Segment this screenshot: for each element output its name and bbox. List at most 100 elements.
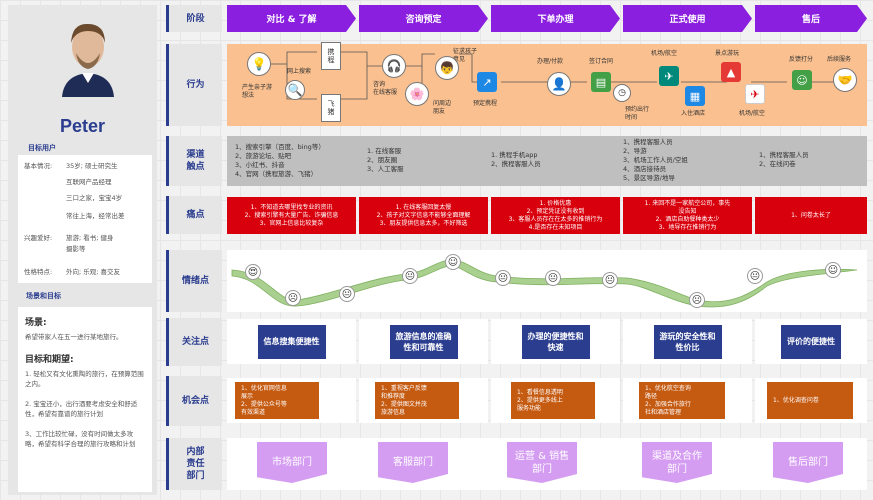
pain-item: 1. 来回不是一家航空公司，事先 <box>644 199 731 207</box>
pain-item: 3、地导存在推销行为 <box>658 223 717 231</box>
focus-aftersale: 评价的便捷性 <box>755 319 867 364</box>
focus-use: 游玩的安全性和 性价比 <box>623 319 752 364</box>
clock-icon: ◷ <box>613 84 631 102</box>
basic-label: 基本情况: <box>24 162 53 170</box>
opportunity-item: 和推荐度 <box>381 392 406 400</box>
opportunity-aftersale: 1、优化调查问卷 <box>755 378 867 423</box>
lightbulb-icon: 💡 <box>247 52 271 76</box>
action-airport-return: 机场/航空 <box>739 110 766 117</box>
action-consult: 咨询 在线客服 <box>373 81 398 96</box>
action-feedback: 反馈打分 <box>789 56 814 63</box>
opportunity-box: 1、重视客户反馈 和推荐度 2、提供图文并茂 旅游信息 <box>375 382 459 419</box>
neutral-face-icon: 😐 <box>339 286 355 302</box>
scene-card: 场景: 希望带家人在五一进行某地旅行。 目标和期望: 1. 轻松又有文化熏陶的旅… <box>18 307 152 492</box>
row-label-action: 行为 <box>166 44 222 126</box>
smile-face-icon: ☺ <box>825 262 841 278</box>
pain-aftersale: 1、问卷太长了 <box>755 197 867 234</box>
service-icon: 🤝 <box>833 68 857 92</box>
persona-panel: Peter 目标用户 基本情况: 35岁; 硕士研究生 互联网产品经理 三口之家… <box>8 5 157 495</box>
dept-aftersale: 售后部门 <box>773 442 843 483</box>
action-fliggy: 飞 猪 <box>321 94 341 122</box>
booking-icon: ↗ <box>477 72 497 92</box>
pain-consult: 1. 在线客服回复太慢 2、孩子对文字信息不能够全面理解 3、朋友提供信息太多，… <box>359 197 488 234</box>
opportunity-item: 1、优化航空查询 <box>645 384 691 392</box>
channel-use: 1、携程客服人员 2、导游 3、机场工作人员/空姐 4、酒店接待员 5、景区导游… <box>623 138 688 182</box>
basic-line: 三口之家，宝宝4岁 <box>66 194 123 202</box>
scene-goal-heading: 场景和目标 <box>26 292 61 300</box>
opportunity-item: 1、重视客户反馈 <box>381 384 427 392</box>
sad-face-icon: ☹ <box>689 292 705 308</box>
basic-line: 常往上海，经常出差 <box>66 212 125 220</box>
scene-text: 希望带家人在五一进行某地旅行。 <box>25 333 123 341</box>
action-contract: 签订合同 <box>589 58 614 65</box>
pain-item: 没告知 <box>678 207 697 215</box>
action-pay: 办理/付款 <box>537 58 564 65</box>
pain-item: 2、酒店自助餐种类太少 <box>655 215 720 223</box>
pain-item: 1. 在线客服回复太慢 <box>395 203 452 211</box>
action-schedule: 预约出行 时间 <box>625 106 650 121</box>
dept-marketing: 市场部门 <box>257 442 327 483</box>
hobby-line: 旅游; 看书; 健身 <box>66 234 114 242</box>
scene-title: 场景: <box>25 318 47 328</box>
action-ctrip: 携 程 <box>321 42 341 70</box>
row-label-dept: 内部 责任 部门 <box>166 438 222 490</box>
channel-consult: 1. 在线客服 2、朋友圈 3、人工客服 <box>367 147 404 173</box>
pain-item: 3、客服人员存在在太多的推销行为 <box>508 215 603 223</box>
hotel-icon: ▦ <box>685 86 705 106</box>
opportunity-item: 2、提供更多线上 <box>517 396 563 404</box>
opportunity-item: 2、提供图文并茂 <box>381 400 427 408</box>
focus-label: 游玩的安全性和 性价比 <box>653 324 722 359</box>
persona-name: Peter <box>59 116 106 136</box>
pain-item: 2、搜索引擎有大量广告、诈骗信息 <box>244 211 339 219</box>
opportunity-item: 展示 <box>241 392 254 400</box>
opportunity-item: 1、优化调查问卷 <box>773 396 819 404</box>
opportunity-box: 1、优化调查问卷 <box>767 382 853 419</box>
pain-item: 2、孩子对文字信息不能够全面理解 <box>376 211 471 219</box>
action-airport: 机场/航空 <box>651 50 678 57</box>
row-label-channel: 渠道 触点 <box>166 136 222 186</box>
action-sightseeing: 景点游玩 <box>715 50 740 57</box>
target-user-heading: 目标用户 <box>28 144 56 152</box>
persona-info-card: 基本情况: 35岁; 硕士研究生 互联网产品经理 三口之家，宝宝4岁 常往上海，… <box>18 155 152 283</box>
focus-label: 评价的便捷性 <box>781 324 841 359</box>
action-followup: 后续服务 <box>827 56 852 63</box>
channel-panel: 1、搜索引擎（百度、bing等） 2、旅游论坛、贴吧 3、小红书、抖音 4、官网… <box>227 136 867 186</box>
customer-service-icon: 🎧 <box>382 54 406 78</box>
emotion-panel: 😍 ☹ 😐 😐 ☺ 😐 😐 😐 ☹ 😐 ☺ <box>227 250 867 312</box>
channel-order: 1. 携程手机app 2、携程客服人员 <box>491 151 541 168</box>
opportunity-item: 2、提供公众号等 <box>241 400 287 408</box>
opportunity-item: 服务功能 <box>517 404 542 412</box>
pain-item: 2、预定凭证没有收到 <box>526 207 585 215</box>
channel-compare: 1、搜索引擎（百度、bing等） 2、旅游论坛、贴吧 3、小红书、抖音 4、官网… <box>235 143 325 178</box>
row-label-focus: 关注点 <box>166 318 222 366</box>
pain-item: 1、问卷太长了 <box>791 211 831 219</box>
opportunity-box: 1、看餐信息透明 2、提供更多线上 服务功能 <box>511 382 595 419</box>
focus-label: 信息搜集便捷性 <box>257 324 326 359</box>
action-idea: 产生亲子游 想法 <box>242 84 273 99</box>
focus-label: 旅游信息的准确 性和可靠性 <box>389 324 458 359</box>
friends-icon: 🌸 <box>405 82 429 106</box>
row-label-stage: 阶段 <box>166 5 222 32</box>
opportunity-consult: 1、重视客户反馈 和推荐度 2、提供图文并茂 旅游信息 <box>359 378 488 423</box>
action-ask-child: 征求孩子 意见 <box>453 48 478 63</box>
neutral-face-icon: 😐 <box>747 268 763 284</box>
channel-aftersale: 1、携程客服人员 2、在线问卷 <box>759 151 809 168</box>
opportunity-item: 有效渠道 <box>241 408 266 416</box>
hobby-label: 兴趣爱好: <box>24 234 53 242</box>
sad-face-icon: ☹ <box>285 290 301 306</box>
dept-operations-sales: 运营 & 销售 部门 <box>507 442 577 483</box>
search-icon: 🔍 <box>285 80 305 100</box>
focus-consult: 旅游信息的准确 性和可靠性 <box>359 319 488 364</box>
child-icon: 👦 <box>435 56 459 80</box>
opportunity-item: 1、看餐信息透明 <box>517 388 563 396</box>
airplane-icon: ✈ <box>659 66 679 86</box>
pain-compare: 1、不知道去哪里找专业的资讯 2、搜索引擎有大量广告、诈骗信息 3、官网上信息比… <box>227 197 356 234</box>
basic-line: 互联网产品经理 <box>66 178 112 186</box>
mountain-icon: ▲ <box>721 62 741 82</box>
stage-compare: 对比 & 了解 <box>227 5 356 32</box>
opportunity-item: 2、加强合作旅行 <box>645 400 691 408</box>
feedback-icon: ☺ <box>792 70 812 90</box>
goal-item: 3、工作比较忙碌，没有时间做太多攻略，希望有科学合理的旅行攻略和计划 <box>25 430 136 448</box>
dept-customer-service: 客服部门 <box>378 442 448 483</box>
neutral-face-icon: 😐 <box>495 270 511 286</box>
